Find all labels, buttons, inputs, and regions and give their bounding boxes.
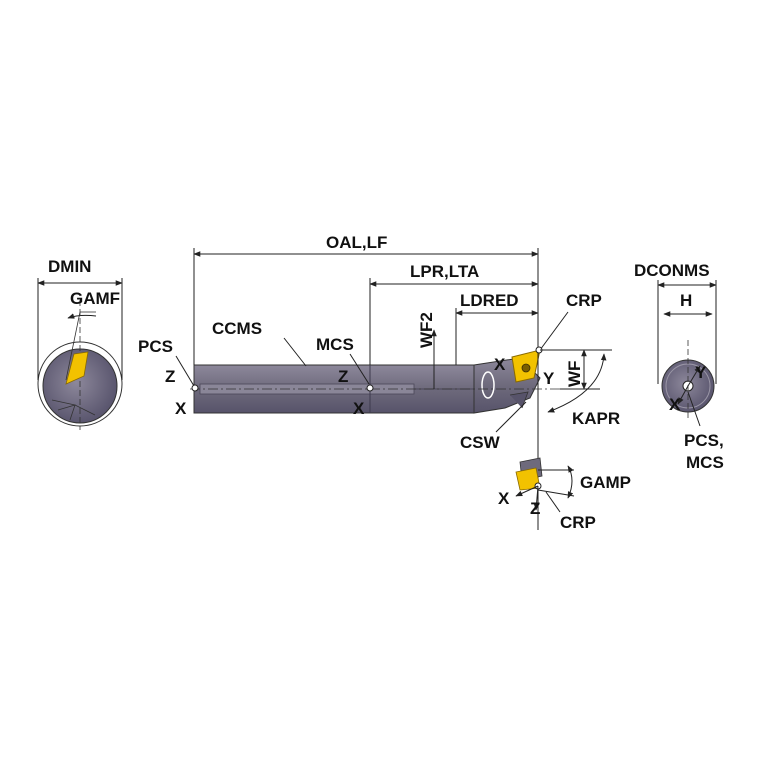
pcs-mcs-line2: MCS: [686, 453, 724, 472]
x-left-label: X: [175, 399, 187, 418]
x-bottom-label: X: [498, 489, 510, 508]
mcs-callout: MCS Z X: [316, 335, 374, 418]
z-bottom-label: Z: [530, 499, 540, 518]
main-bar: [190, 349, 560, 414]
crp-top-label: CRP: [566, 291, 602, 310]
dconms-label: DCONMS: [634, 261, 710, 280]
wf-label: WF: [565, 361, 584, 387]
lpr-lta-label: LPR,LTA: [410, 262, 479, 281]
mcs-label: MCS: [316, 335, 354, 354]
pcs-mcs-line1: PCS,: [684, 431, 724, 450]
h-label: H: [680, 291, 692, 310]
ldred-label: LDRED: [460, 291, 519, 310]
ccms-callout: CCMS: [212, 319, 307, 367]
x-right-label: X: [669, 395, 681, 414]
left-insert: [65, 351, 89, 385]
lpr-dimension: LPR,LTA: [369, 262, 539, 365]
kapr-dimension: KAPR: [547, 353, 620, 428]
gamf-label: GAMF: [70, 289, 120, 308]
csw-label: CSW: [460, 433, 501, 452]
y-right-label: Y: [695, 363, 707, 382]
pcs-left-label: PCS: [138, 337, 173, 356]
ldred-dimension: LDRED: [455, 291, 539, 365]
dmin-label: DMIN: [48, 257, 91, 276]
csw-callout: CSW: [460, 401, 527, 452]
bottom-detail: GAMP X Z CRP: [498, 457, 631, 532]
ccms-label: CCMS: [212, 319, 262, 338]
wf2-dimension: WF2: [417, 312, 437, 389]
kapr-label: KAPR: [572, 409, 620, 428]
x-mid-label: X: [353, 399, 365, 418]
crp-bottom-label: CRP: [560, 513, 596, 532]
wf2-label: WF2: [417, 312, 436, 348]
pcs-left-callout: PCS Z X: [138, 337, 199, 418]
y-insert-label: Y: [543, 369, 555, 388]
z-left-label: Z: [165, 367, 175, 386]
z-mid-label: Z: [338, 367, 348, 386]
gamp-label: GAMP: [580, 473, 631, 492]
left-end-view: DMIN GAMF: [37, 257, 123, 430]
right-end-view: DCONMS H Y X PCS, MCS: [634, 261, 724, 472]
x-insert-label: X: [494, 355, 506, 374]
oal-lf-label: OAL,LF: [326, 233, 387, 252]
